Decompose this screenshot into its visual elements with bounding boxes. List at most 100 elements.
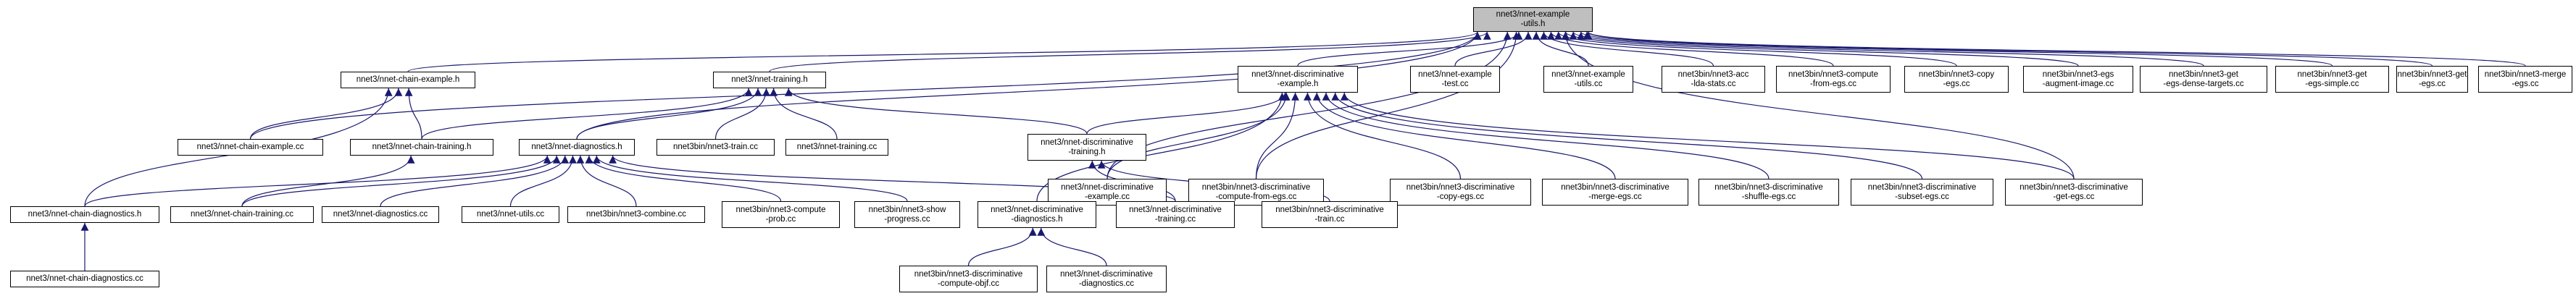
node-label-line: nnet3/nnet-example <box>1496 10 1570 19</box>
graph-node-diag-h[interactable]: nnet3/nnet-diagnostics.h <box>519 139 635 156</box>
node-label-line: -from-egs.cc <box>1810 79 1856 88</box>
graph-node-copy-egs[interactable]: nnet3bin/nnet3-copy-egs.cc <box>1904 66 2009 93</box>
node-label-line: -augment-image.cc <box>2042 79 2114 88</box>
graph-edge <box>784 88 1088 135</box>
graph-node-show-prog[interactable]: nnet3bin/nnet3-show-progress.cc <box>854 201 960 228</box>
graph-node-training-h[interactable]: nnet3/nnet-training.h <box>713 72 826 88</box>
graph-edge <box>1255 92 1299 179</box>
node-label-line: -get-egs.cc <box>2053 192 2095 201</box>
graph-node-dense[interactable]: nnet3bin/nnet3-get-egs-dense-targets.cc <box>2140 66 2267 93</box>
graph-edge <box>241 155 415 207</box>
node-label-line: -egs.cc <box>2512 79 2539 88</box>
graph-edge <box>1577 31 2333 67</box>
graph-edge <box>1561 31 2075 179</box>
graph-node-aug[interactable]: nnet3bin/nnet3-egs-augment-image.cc <box>2023 66 2133 93</box>
graph-node-acc-lda[interactable]: nnet3bin/nnet3-acc-lda-stats.cc <box>1662 66 1765 93</box>
node-label-line: -train.cc <box>1314 214 1345 224</box>
graph-node-chain-h[interactable]: nnet3/nnet-chain-example.h <box>341 72 475 88</box>
node-label-line: -diagnostics.h <box>1011 214 1063 224</box>
graph-node-ex-test[interactable]: nnet3/nnet-example-test.cc <box>1410 66 1500 93</box>
node-label-line: nnet3/nnet-training.cc <box>796 143 878 151</box>
graph-node-disc-merge[interactable]: nnet3bin/nnet3-discriminative-merge-egs.… <box>1542 179 1688 206</box>
node-label-line: nnet3/nnet-discriminative <box>1041 138 1133 147</box>
graph-edge <box>576 31 1482 140</box>
graph-edge <box>380 155 570 207</box>
graph-node-merge[interactable]: nnet3bin/nnet3-merge-egs.cc <box>2478 66 2572 93</box>
graph-node-train-cc[interactable]: nnet3bin/nnet3-train.cc <box>656 139 775 156</box>
node-label-line: -training.h <box>1068 147 1106 156</box>
graph-node-disc-diag-cc[interactable]: nnet3/nnet-discriminative-diagnostics.cc <box>1046 266 1167 292</box>
graph-node-disc-compute[interactable]: nnet3bin/nnet3-discriminative-compute-fr… <box>1188 179 1324 206</box>
node-label-line: -shuffle-egs.cc <box>1741 192 1796 201</box>
node-label-line: -diagnostics.cc <box>1078 279 1135 288</box>
node-label-line: nnet3/nnet-chain-example.h <box>356 75 460 84</box>
graph-node-utils-cc[interactable]: nnet3/nnet-utils.cc <box>462 206 559 223</box>
node-label-line: nnet3bin/nnet3-discriminative <box>2019 182 2128 192</box>
graph-node-training-cc[interactable]: nnet3/nnet-training.cc <box>785 139 888 156</box>
node-label-line: -egs-simple.cc <box>2305 79 2359 88</box>
graph-node-chain-diag-h[interactable]: nnet3/nnet-chain-diagnostics.h <box>10 206 159 223</box>
node-label-line: nnet3bin/nnet3-discriminative <box>914 269 1023 279</box>
graph-edge <box>714 88 770 140</box>
graph-node-disc-subset[interactable]: nnet3bin/nnet3-discriminative-subset-egs… <box>1851 179 1993 206</box>
graph-edge <box>1255 31 1520 179</box>
node-label-line: -progress.cc <box>884 214 930 224</box>
graph-node-chain-train-h[interactable]: nnet3/nnet-chain-training.h <box>350 139 493 156</box>
graph-node-simple[interactable]: nnet3bin/nnet3-get-egs-simple.cc <box>2275 66 2389 93</box>
graph-edge <box>1331 92 1923 179</box>
graph-edge <box>1532 31 1589 67</box>
node-label-line: nnet3bin/nnet3-train.cc <box>673 143 758 151</box>
graph-node-get-egs[interactable]: nnet3bin/nnet3-get-egs.cc <box>2396 66 2468 93</box>
node-label-line: nnet3/nnet-training.h <box>731 75 808 84</box>
node-label-line: nnet3/nnet-diagnostics.cc <box>333 210 428 219</box>
graph-node-root[interactable]: nnet3/nnet-example-utils.h <box>1473 7 1593 32</box>
graph-node-disc-objf[interactable]: nnet3bin/nnet3-discriminative-compute-ob… <box>899 266 1038 292</box>
graph-node-disc-shuffle[interactable]: nnet3bin/nnet3-discriminative-shuffle-eg… <box>1698 179 1839 206</box>
graph-edge <box>576 155 637 207</box>
graph-node-disc-diag-h[interactable]: nnet3/nnet-discriminative-diagnostics.h <box>978 201 1096 228</box>
node-label-line: nnet3/nnet-discriminative <box>991 205 1083 214</box>
graph-node-compute-prob[interactable]: nnet3bin/nnet3-compute-prob.cc <box>722 201 840 228</box>
graph-node-chain-diag-cc[interactable]: nnet3/nnet-chain-diagnostics.cc <box>10 271 159 287</box>
node-label-line: nnet3bin/nnet3-egs <box>2042 69 2114 79</box>
graph-edge <box>1569 31 2204 67</box>
graph-edge <box>1547 31 1834 67</box>
graph-node-chain-ex-cc[interactable]: nnet3/nnet-chain-example.cc <box>178 139 323 156</box>
graph-node-disc-train-bin[interactable]: nnet3bin/nnet3-discriminative-train.cc <box>1262 201 1398 228</box>
node-label-line: nnet3/nnet-chain-training.h <box>372 143 472 151</box>
node-label-line: nnet3bin/nnet3-combine.cc <box>585 210 687 219</box>
node-label-line: -example.cc <box>1085 192 1130 201</box>
node-label-line: -egs.cc <box>1943 79 1970 88</box>
node-label-line: nnet3bin/nnet3-discriminative <box>1275 205 1384 214</box>
graph-node-disc-training-cc[interactable]: nnet3/nnet-discriminative-training.cc <box>1116 201 1235 228</box>
node-label-line: -egs.cc <box>2418 79 2446 88</box>
graph-node-diag-cc[interactable]: nnet3/nnet-diagnostics.cc <box>322 206 439 223</box>
graph-node-disc-ex-cc[interactable]: nnet3/nnet-discriminative-example.cc <box>1048 179 1167 206</box>
graph-node-disc-get[interactable]: nnet3bin/nnet3-discriminative-get-egs.cc <box>2005 179 2143 206</box>
graph-edge <box>1312 92 1616 179</box>
node-label-line: -lda-stats.cc <box>1691 79 1736 88</box>
graph-edge <box>1086 92 1289 135</box>
node-label-line: nnet3bin/nnet3-discriminative <box>1714 182 1823 192</box>
graph-edge <box>249 31 1482 140</box>
node-label-line: nnet3bin/nnet3-get <box>2397 69 2467 79</box>
graph-node-disc-copy[interactable]: nnet3bin/nnet3-discriminative-copy-egs.c… <box>1390 179 1531 206</box>
graph-edge <box>1106 92 1291 179</box>
graph-node-disc-train-h[interactable]: nnet3/nnet-discriminative-training.h <box>1028 134 1146 161</box>
node-label-line: nnet3/nnet-chain-diagnostics.cc <box>26 274 143 283</box>
graph-node-compute-egs[interactable]: nnet3bin/nnet3-compute-from-egs.cc <box>1776 66 1891 93</box>
graph-node-chain-train-cc[interactable]: nnet3/nnet-chain-training.cc <box>170 206 314 223</box>
graph-node-combine[interactable]: nnet3bin/nnet3-combine.cc <box>567 206 705 223</box>
node-label-line: nnet3bin/nnet3-discriminative <box>1561 182 1670 192</box>
graph-edge <box>509 155 577 207</box>
graph-edge <box>84 155 551 207</box>
node-label-line: nnet3bin/nnet3-compute <box>735 205 826 214</box>
node-label-line: -compute-from-egs.cc <box>1215 192 1297 201</box>
node-label-line: -utils.cc <box>1574 79 1603 88</box>
graph-node-ex-utils[interactable]: nnet3/nnet-example-utils.cc <box>1543 66 1633 93</box>
graph-node-disc-ex-h[interactable]: nnet3/nnet-discriminative-example.h <box>1238 66 1358 93</box>
node-label-line: -training.cc <box>1154 214 1196 224</box>
node-label-line: -copy-egs.cc <box>1436 192 1485 201</box>
